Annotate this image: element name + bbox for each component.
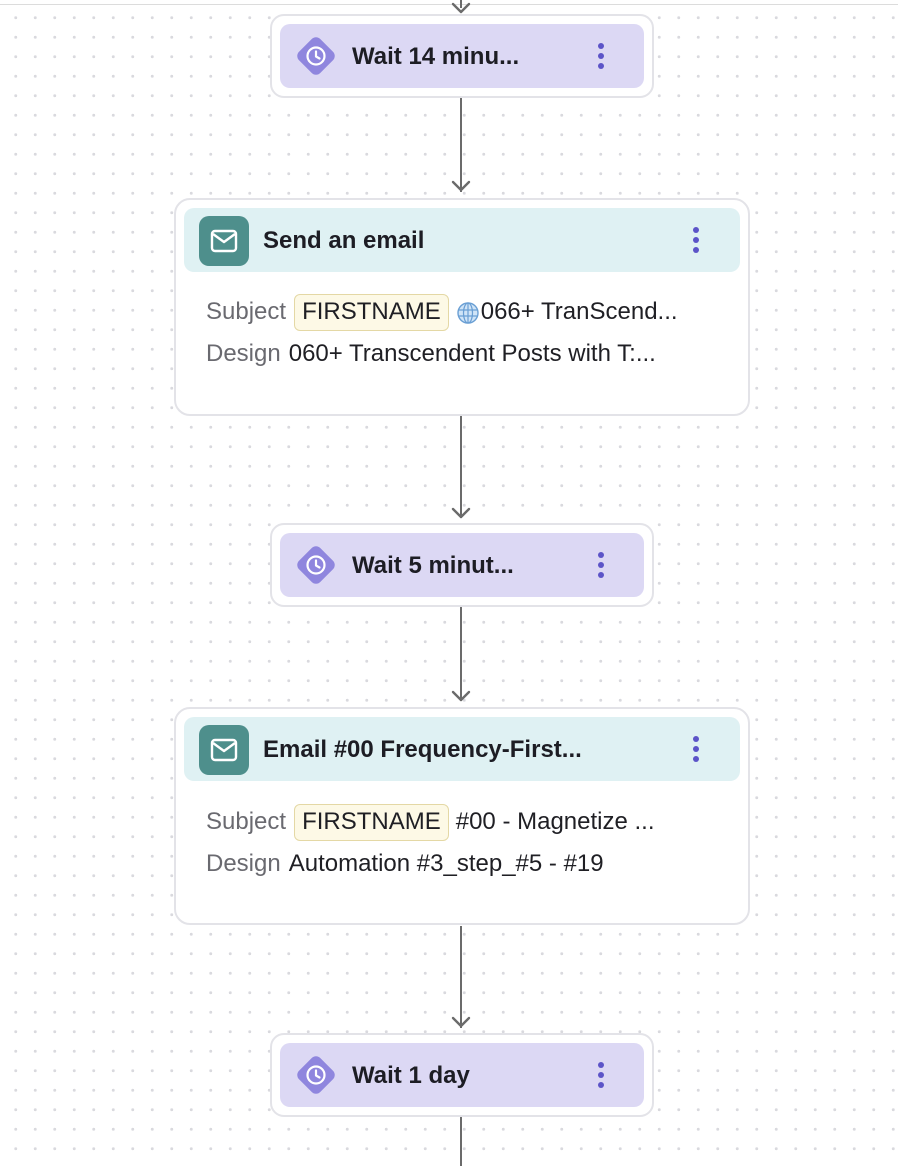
connector-line — [460, 416, 462, 518]
more-options-icon[interactable] — [681, 731, 711, 767]
email-step-card[interactable]: Email #00 Frequency-First... Subject FIR… — [174, 707, 750, 925]
subject-text: #00 - Magnetize ... — [455, 808, 655, 835]
design-row: Design Automation #3_step_#5 - #19 — [206, 846, 604, 882]
wait-step-title: Wait 14 minu... — [352, 43, 520, 70]
wait-step-header[interactable]: Wait 14 minu... — [280, 24, 644, 88]
subject-row: Subject FIRSTNAME 066+ TranScend... — [206, 293, 678, 331]
clock-icon — [297, 546, 335, 584]
wait-step-card[interactable]: Wait 5 minut... — [270, 523, 654, 607]
connector-arrow — [451, 1016, 471, 1028]
more-options-icon[interactable] — [586, 38, 616, 74]
clock-icon — [297, 1056, 335, 1094]
connector-line — [460, 1116, 462, 1166]
wait-step-header[interactable]: Wait 5 minut... — [280, 533, 644, 597]
email-step-card[interactable]: Send an email Subject FIRSTNAME 066+ Tra… — [174, 198, 750, 416]
email-step-header[interactable]: Send an email — [184, 208, 740, 272]
connector-arrow — [451, 690, 471, 702]
mail-icon — [199, 216, 249, 266]
design-label: Design — [206, 850, 281, 877]
wait-step-card[interactable]: Wait 14 minu... — [270, 14, 654, 98]
wait-step-header[interactable]: Wait 1 day — [280, 1043, 644, 1107]
subject-label: Subject — [206, 298, 287, 325]
design-label: Design — [206, 340, 281, 367]
more-options-icon[interactable] — [681, 222, 711, 258]
subject-label: Subject — [206, 808, 287, 835]
design-text: 060+ Transcendent Posts with T:... — [288, 340, 656, 367]
wait-step-title: Wait 5 minut... — [352, 552, 514, 579]
firstname-token: FIRSTNAME — [294, 803, 449, 841]
more-options-icon[interactable] — [586, 1057, 616, 1093]
email-step-title: Send an email — [263, 227, 425, 254]
connector-line — [460, 98, 462, 192]
more-options-icon[interactable] — [586, 547, 616, 583]
design-row: Design 060+ Transcendent Posts with T:..… — [206, 336, 656, 372]
email-step-header[interactable]: Email #00 Frequency-First... — [184, 717, 740, 781]
connector-arrow — [451, 507, 471, 519]
design-text: Automation #3_step_#5 - #19 — [288, 850, 604, 877]
email-step-title: Email #00 Frequency-First... — [263, 736, 582, 763]
mail-icon — [199, 725, 249, 775]
subject-text: 066+ TranScend... — [480, 298, 678, 325]
clock-icon — [297, 37, 335, 75]
connector-arrow — [451, 180, 471, 192]
connector-line — [460, 0, 462, 8]
subject-row: Subject FIRSTNAME #00 - Magnetize ... — [206, 803, 655, 841]
wait-step-title: Wait 1 day — [352, 1062, 470, 1089]
connector-line — [460, 607, 462, 701]
connector-arrow — [451, 2, 471, 14]
connector-line — [460, 926, 462, 1028]
wait-step-card[interactable]: Wait 1 day — [270, 1033, 654, 1117]
canvas-top-edge — [0, 0, 898, 5]
firstname-token: FIRSTNAME — [294, 293, 449, 331]
globe-icon — [457, 302, 479, 324]
